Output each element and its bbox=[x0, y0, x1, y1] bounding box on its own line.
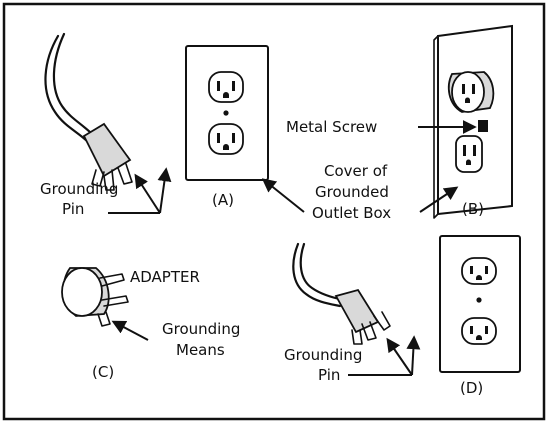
letter-d-label: (D) bbox=[460, 379, 483, 397]
metal-screw-label: Metal Screw bbox=[286, 118, 377, 136]
grounding-means-label-line2: Means bbox=[176, 341, 225, 359]
grounding-pin-label-a-line2: Pin bbox=[62, 200, 84, 218]
letter-b-label: (B) bbox=[462, 200, 484, 218]
three-prong-plug-icon bbox=[44, 32, 133, 191]
grounding-pin-label-d-line2: Pin bbox=[318, 366, 340, 384]
adapter-label: ADAPTER bbox=[130, 268, 200, 286]
adapter-plug-icon bbox=[61, 267, 129, 327]
cover-box-label-line3: Outlet Box bbox=[312, 204, 391, 222]
grounding-means-label-line1: Grounding bbox=[162, 320, 240, 338]
duplex-outlet-icon-a bbox=[185, 45, 269, 181]
three-prong-plug-icon-bottom bbox=[292, 242, 391, 345]
cover-box-label-line1: Cover of bbox=[324, 162, 388, 180]
grounding-means-arrow bbox=[111, 320, 149, 341]
duplex-outlet-icon-d bbox=[439, 235, 521, 373]
cover-arrow-left bbox=[261, 178, 305, 213]
cover-arrow-right bbox=[419, 186, 459, 213]
grounding-pin-arrows-a bbox=[108, 167, 172, 214]
grounding-pin-label-a: Grounding bbox=[40, 180, 118, 198]
duplex-outlet-icon-b bbox=[433, 24, 513, 219]
grounding-pin-arrows-d bbox=[348, 335, 421, 376]
letter-c-label: (C) bbox=[92, 363, 114, 381]
grounding-pin-label-d: Grounding bbox=[284, 346, 362, 364]
letter-a-label: (A) bbox=[212, 191, 234, 209]
cover-box-label-line2: Grounded bbox=[315, 183, 389, 201]
